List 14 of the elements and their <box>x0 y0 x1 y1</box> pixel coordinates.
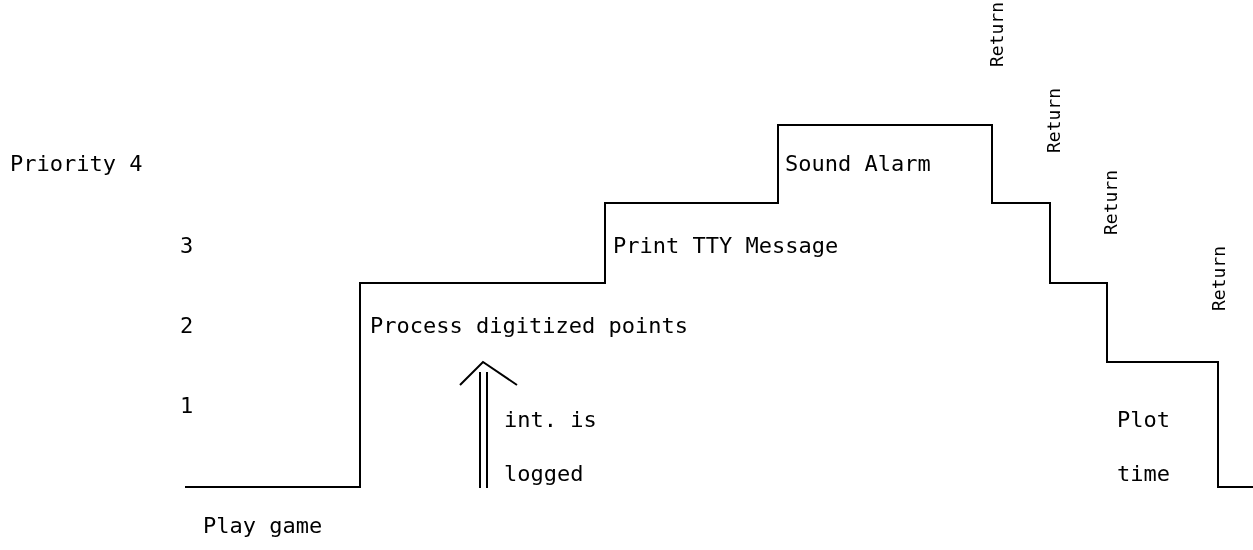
axis-label: Priority 4 <box>10 150 143 177</box>
priority-level-label: 1 <box>180 392 194 419</box>
task-label: Plot time <box>1117 406 1171 488</box>
return-label: Return <box>988 2 1006 68</box>
priority-level-label: 3 <box>180 232 194 259</box>
priority-level-label: 2 <box>180 312 194 339</box>
annotation-text: int. is logged <box>504 406 598 488</box>
return-label: Return <box>1210 246 1228 312</box>
return-label: Return <box>1102 170 1120 236</box>
task-label: Sound Alarm <box>785 150 931 177</box>
task-label: Print TTY Message <box>613 232 839 259</box>
task-label: Process digitized points <box>370 312 688 339</box>
return-label: Return <box>1045 88 1063 154</box>
task-label: Play game <box>203 512 323 539</box>
